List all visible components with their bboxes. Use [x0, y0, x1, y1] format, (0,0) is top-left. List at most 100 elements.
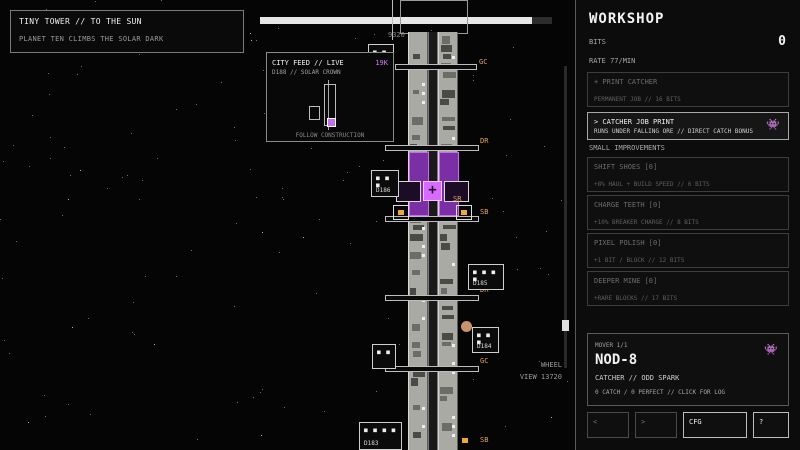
card-title: + PRINT CATCHER: [594, 78, 658, 86]
star: [263, 70, 264, 71]
purple-core-block[interactable]: +: [423, 181, 442, 201]
star: [311, 148, 312, 149]
cfg-button[interactable]: CFG: [683, 412, 747, 438]
tower-window: [452, 344, 455, 347]
star: [145, 276, 146, 277]
star: [157, 158, 158, 159]
star: [0, 219, 1, 220]
feed-title: CITY FEED // LIVE: [272, 59, 344, 67]
tower-block: [411, 378, 418, 386]
upgrade-charge-teeth[interactable]: CHARGE TEETH [0] +10% BREAKER CHARGE // …: [587, 195, 789, 230]
star: [236, 223, 237, 224]
upgrade-shift-shoes[interactable]: SHIFT SHOES [0] +8% HAUL + BUILD SPEED /…: [587, 157, 789, 192]
crate-frame: [456, 205, 472, 220]
mover-role: CATCHER // ODD SPARK: [595, 374, 680, 382]
worker-sprite[interactable]: [461, 321, 472, 332]
star: [374, 34, 375, 35]
pod-windows: ■ ■ ■ ■: [364, 427, 397, 434]
pod-label: D186: [376, 187, 391, 194]
mission-box: TINY TOWER // TO THE SUN PLANET TEN CLIM…: [10, 10, 244, 53]
star: [262, 232, 263, 233]
scroll-thumb[interactable]: [562, 320, 569, 331]
star: [561, 200, 562, 201]
star: [237, 402, 238, 403]
card-desc: +RARE BLOCKS // 17 BITS: [594, 295, 678, 302]
mover-card[interactable]: MOVER 1/1 NOD-8 CATCHER // ODD SPARK 0 C…: [587, 333, 789, 406]
view-scrollbar[interactable]: [562, 66, 569, 368]
star: [251, 40, 252, 41]
star: [68, 199, 69, 200]
star: [32, 115, 33, 116]
star: [107, 188, 108, 189]
pod-d183[interactable]: ■ ■ ■ ■ D183: [359, 422, 402, 450]
next-mover-button[interactable]: >: [635, 412, 677, 438]
star: [548, 274, 549, 275]
star: [324, 411, 325, 412]
card-title: SHIFT SHOES [0]: [594, 163, 658, 171]
tower-window: [452, 425, 455, 428]
city-feed-panel[interactable]: CITY FEED // LIVE 19K D188 // SOLAR CROW…: [266, 52, 394, 142]
pod-empty[interactable]: ■ ■: [372, 344, 396, 369]
tower-block: [441, 288, 447, 294]
tower-label-dr: DR: [480, 286, 489, 294]
tower-block: [440, 99, 449, 105]
pod-d185[interactable]: ■ ■ ■ ■ D185: [468, 264, 504, 290]
pod-windows: ■ ■ ■ ■: [473, 269, 497, 283]
tower-window: [422, 83, 425, 86]
tower-block: [442, 90, 455, 98]
upgrade-deeper-mine[interactable]: DEEPER MINE [0] +RARE BLOCKS // 17 BITS: [587, 271, 789, 306]
pod-d186[interactable]: ■ ■ ■ D186: [371, 170, 399, 197]
star: [256, 40, 257, 41]
space-invader-icon: 👾: [766, 118, 780, 131]
tower-label-gc: GC: [479, 58, 488, 66]
star: [376, 391, 377, 392]
tower-floor: [385, 295, 479, 301]
follow-construction-link[interactable]: FOLLOW CONSTRUCTION: [295, 132, 365, 139]
tower-window: [452, 137, 455, 140]
tower-block: [441, 243, 450, 250]
crane-cable: [392, 0, 393, 40]
tower-floor: [395, 64, 477, 70]
tower-window: [422, 245, 425, 248]
tower-block: [443, 54, 451, 59]
card-desc: PERMANENT JOB // 16 BITS: [594, 96, 681, 103]
tower-block: [440, 387, 453, 394]
prev-mover-button[interactable]: <: [587, 412, 629, 438]
tower-block: [413, 405, 420, 410]
tower-window: [452, 56, 455, 59]
card-title: CHARGE TEETH [0]: [594, 201, 662, 209]
star: [45, 416, 46, 417]
star: [359, 166, 360, 167]
tower-block: [440, 396, 447, 401]
star: [505, 426, 506, 427]
tower-window: [452, 263, 455, 266]
star: [50, 158, 51, 159]
star: [282, 197, 283, 198]
pod-d184[interactable]: ■ ■ ■ D184: [472, 327, 499, 353]
tower-block: [413, 54, 420, 59]
star: [250, 33, 251, 34]
star: [516, 237, 517, 238]
tower-label-gc: GC: [480, 357, 489, 365]
tower-label-sb: SB: [480, 208, 489, 216]
print-catcher-button[interactable]: + PRINT CATCHER PERMANENT JOB // 16 BITS: [587, 72, 789, 107]
star: [3, 161, 4, 162]
tower: [408, 32, 460, 450]
tower-window: [452, 362, 455, 365]
ore-crate: [398, 210, 404, 215]
star: [13, 145, 14, 146]
star: [539, 361, 540, 362]
star: [546, 231, 547, 232]
star: [235, 140, 236, 141]
help-button[interactable]: ?: [753, 412, 789, 438]
star: [347, 172, 348, 173]
star: [343, 180, 344, 181]
star: [264, 113, 265, 114]
upgrade-pixel-polish[interactable]: PIXEL POLISH [0] +1 BIT / BLOCK // 12 BI…: [587, 233, 789, 268]
tower-block: [413, 432, 421, 438]
workshop-title: WORKSHOP: [589, 11, 665, 27]
tower-elevator-rail: [428, 32, 438, 450]
catcher-job-print-button[interactable]: > CATCHER JOB PRINT RUNS UNDER FALLING O…: [587, 112, 789, 140]
star: [2, 278, 3, 279]
wheel-view-readout: WHEEL VIEW 13720: [500, 359, 562, 383]
